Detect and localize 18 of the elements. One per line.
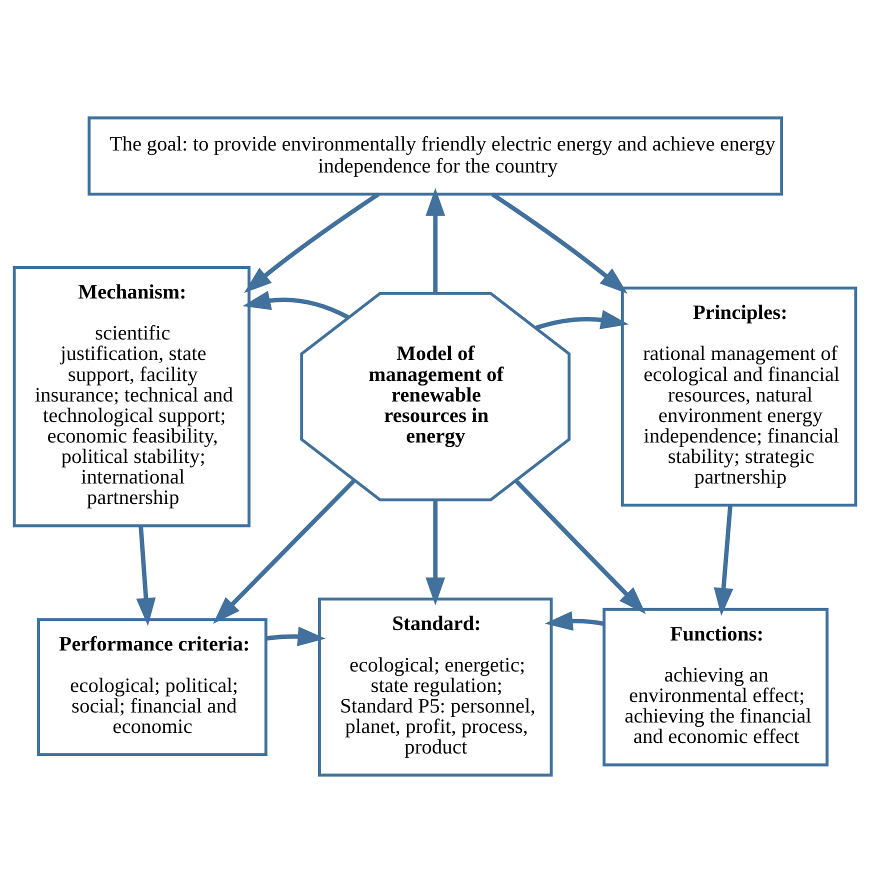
arrow: [491, 192, 628, 294]
arrow: [426, 187, 446, 293]
arrow: [244, 192, 380, 292]
arrow: [213, 478, 356, 624]
node-box: The goal: to provide environmentally friendly electric energy and achieve energy independence for the country: [88, 116, 784, 196]
node-box: Principles: rational management of ecological and financial resources, natural environment energy independence; financial stability; strategic partnership: [620, 286, 858, 506]
node-box: Performance criteria: ecological; political; social; financial and economic: [37, 618, 268, 756]
node-box: Mechanism: scientific justification, state support, facility insurance; technical and technological support; economic feasibility, political stability; international partnership: [12, 266, 251, 527]
node-box: Standard: ecological; energetic; state regulation; Standard P5: personnel, planet, profit, process, product: [318, 597, 553, 776]
arrow: [514, 478, 646, 614]
arrow: [544, 610, 604, 630]
arrow: [242, 290, 350, 319]
arrow: [136, 525, 156, 626]
arrow: [426, 499, 446, 605]
arrow: [714, 504, 734, 616]
node-box: Functions: achieving an environmental effect; achieving the financial and economic effect: [602, 607, 829, 766]
arrow: [266, 626, 326, 646]
arrow: [536, 310, 629, 330]
